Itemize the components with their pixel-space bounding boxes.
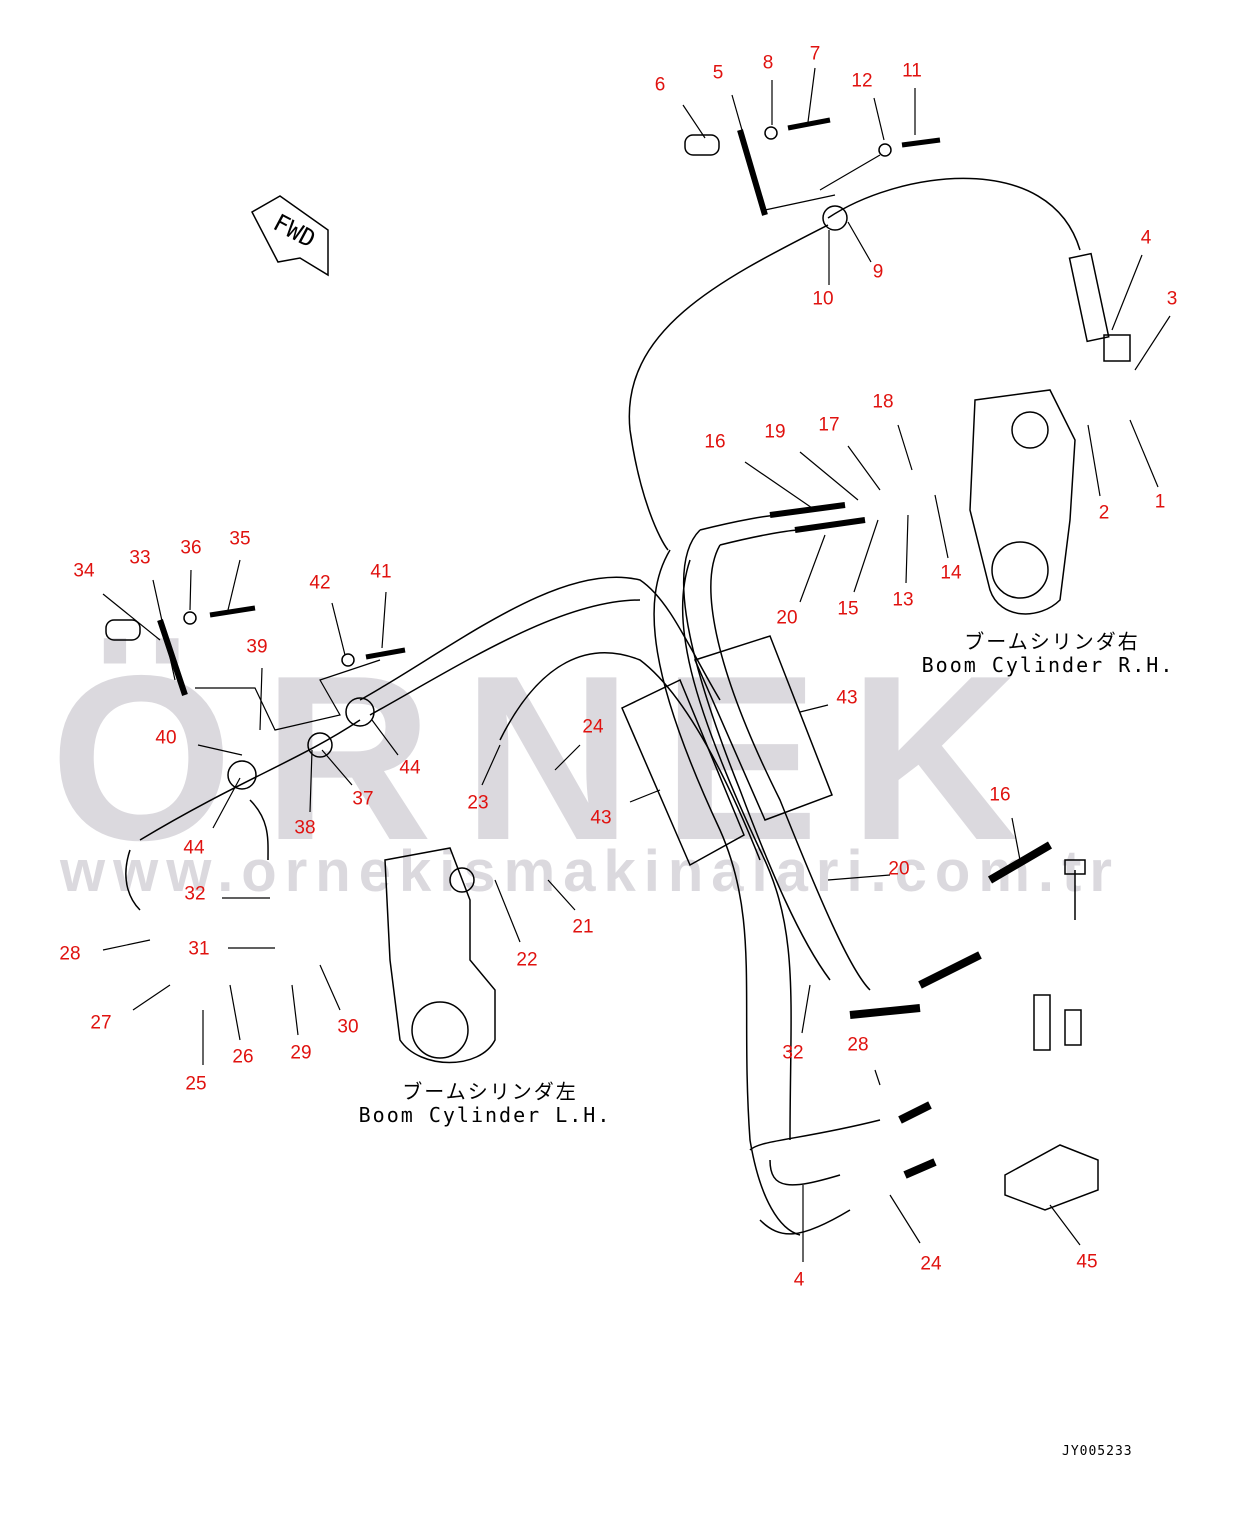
callout-29: 29 <box>290 1042 312 1064</box>
callout-17: 17 <box>818 414 840 436</box>
hose-protector <box>693 635 833 821</box>
callout-44: 44 <box>399 757 421 779</box>
callout-43: 43 <box>590 807 612 829</box>
caption-left-jp: ブームシリンダ左 <box>402 1079 578 1104</box>
callout-13: 13 <box>892 589 914 611</box>
caption-left-en: Boom Cylinder L.H. <box>358 1103 612 1127</box>
callout-15: 15 <box>837 598 859 620</box>
callout-16: 16 <box>704 431 726 453</box>
hose-fitting <box>1068 252 1110 343</box>
callout-10: 10 <box>812 288 834 310</box>
callout-40: 40 <box>155 727 177 749</box>
callout-3: 3 <box>1166 288 1178 310</box>
callout-30: 30 <box>337 1016 359 1038</box>
callout-38: 38 <box>294 817 316 839</box>
callout-19: 19 <box>764 421 786 443</box>
callout-23: 23 <box>467 792 489 814</box>
nut <box>1103 334 1131 362</box>
callout-36: 36 <box>180 537 202 559</box>
spacer <box>684 134 720 156</box>
drawing-code: JY005233 <box>1062 1444 1133 1459</box>
callout-24: 24 <box>920 1253 942 1275</box>
boom-cylinder-lh <box>384 847 496 1064</box>
hose <box>139 719 361 841</box>
callout-20: 20 <box>888 858 910 880</box>
caption-right-en: Boom Cylinder R.H. <box>921 653 1175 677</box>
callout-4: 4 <box>793 1269 805 1291</box>
callout-26: 26 <box>232 1046 254 1068</box>
caption-right-jp: ブームシリンダ右 <box>964 629 1140 654</box>
callout-44: 44 <box>183 837 205 859</box>
callout-28: 28 <box>59 943 81 965</box>
callout-21: 21 <box>572 916 594 938</box>
callout-2: 2 <box>1098 502 1110 524</box>
boom-cylinder-rh <box>969 389 1076 615</box>
svg-text:FWD: FWD <box>269 208 320 253</box>
callout-22: 22 <box>516 949 538 971</box>
hose <box>628 224 829 551</box>
callout-27: 27 <box>90 1012 112 1034</box>
callout-45: 45 <box>1076 1251 1098 1273</box>
callout-43: 43 <box>836 687 858 709</box>
callout-7: 7 <box>809 43 821 65</box>
callout-4: 4 <box>1140 227 1152 249</box>
callout-24: 24 <box>582 716 604 738</box>
callout-16: 16 <box>989 784 1011 806</box>
watermark-url: www.ornekismakinalari.com.tr <box>60 839 1120 904</box>
fwd-arrow-icon: FWD <box>251 195 329 277</box>
callout-6: 6 <box>654 74 666 96</box>
callout-28: 28 <box>847 1034 869 1056</box>
leader-lines <box>102 67 1171 1262</box>
callout-12: 12 <box>851 70 873 92</box>
callout-25: 25 <box>185 1073 207 1095</box>
callout-42: 42 <box>309 572 331 594</box>
watermark-logo: ÖRNEK <box>50 626 1049 889</box>
valve-block <box>1004 1144 1099 1211</box>
callout-5: 5 <box>712 62 724 84</box>
callout-41: 41 <box>370 561 392 583</box>
callout-33: 33 <box>129 547 151 569</box>
callout-1: 1 <box>1154 491 1166 513</box>
callout-8: 8 <box>762 52 774 74</box>
callout-32: 32 <box>184 883 206 905</box>
callout-34: 34 <box>73 560 95 582</box>
callout-11: 11 <box>902 60 922 82</box>
callout-9: 9 <box>872 261 884 283</box>
callout-14: 14 <box>940 562 962 584</box>
callout-35: 35 <box>229 528 251 550</box>
callout-37: 37 <box>352 788 374 810</box>
callout-39: 39 <box>246 636 268 658</box>
hose <box>827 177 1081 251</box>
callout-32: 32 <box>782 1042 804 1064</box>
callout-18: 18 <box>872 391 894 413</box>
spacer <box>105 619 141 641</box>
hose-protector <box>621 678 745 867</box>
callout-20: 20 <box>776 607 798 629</box>
callout-31: 31 <box>188 938 210 960</box>
